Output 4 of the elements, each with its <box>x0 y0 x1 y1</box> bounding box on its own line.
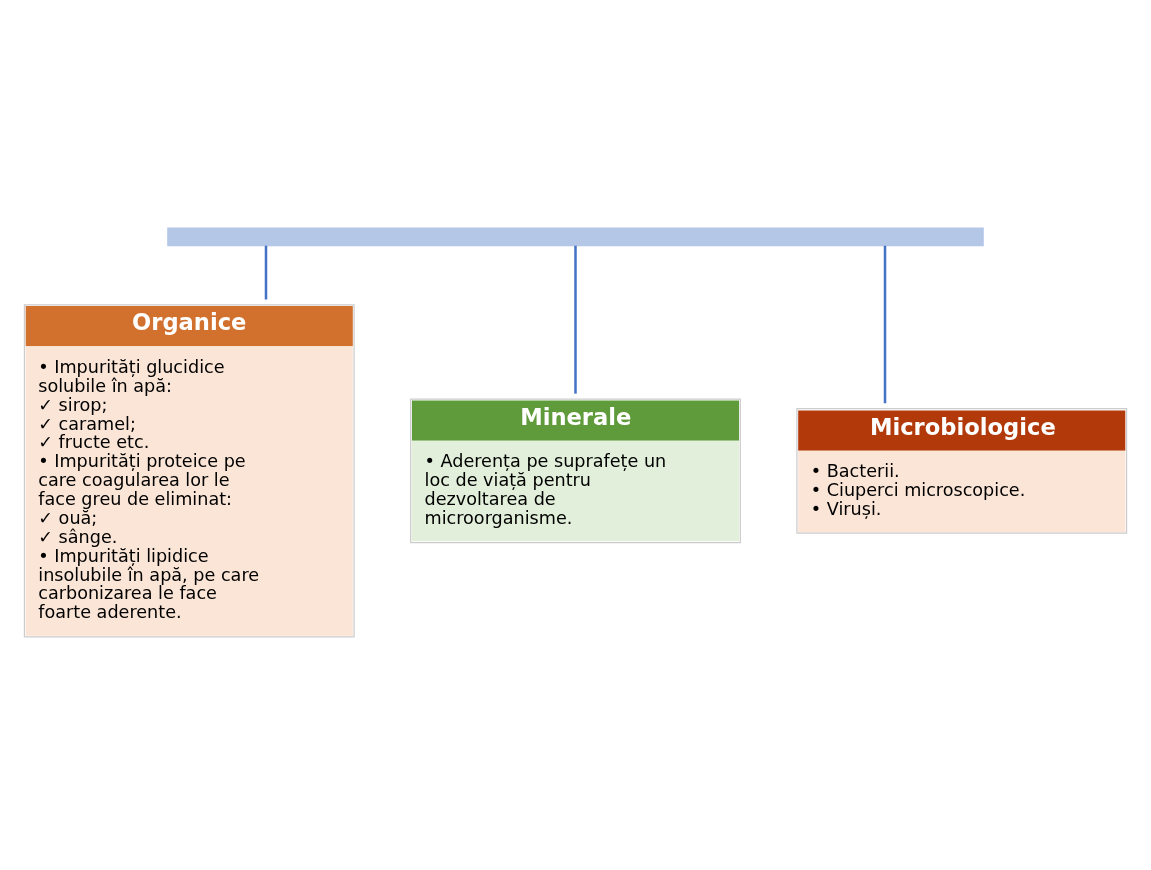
connector <box>574 245 577 394</box>
node-bar <box>167 227 984 247</box>
connector <box>883 245 887 404</box>
connector <box>264 245 268 300</box>
